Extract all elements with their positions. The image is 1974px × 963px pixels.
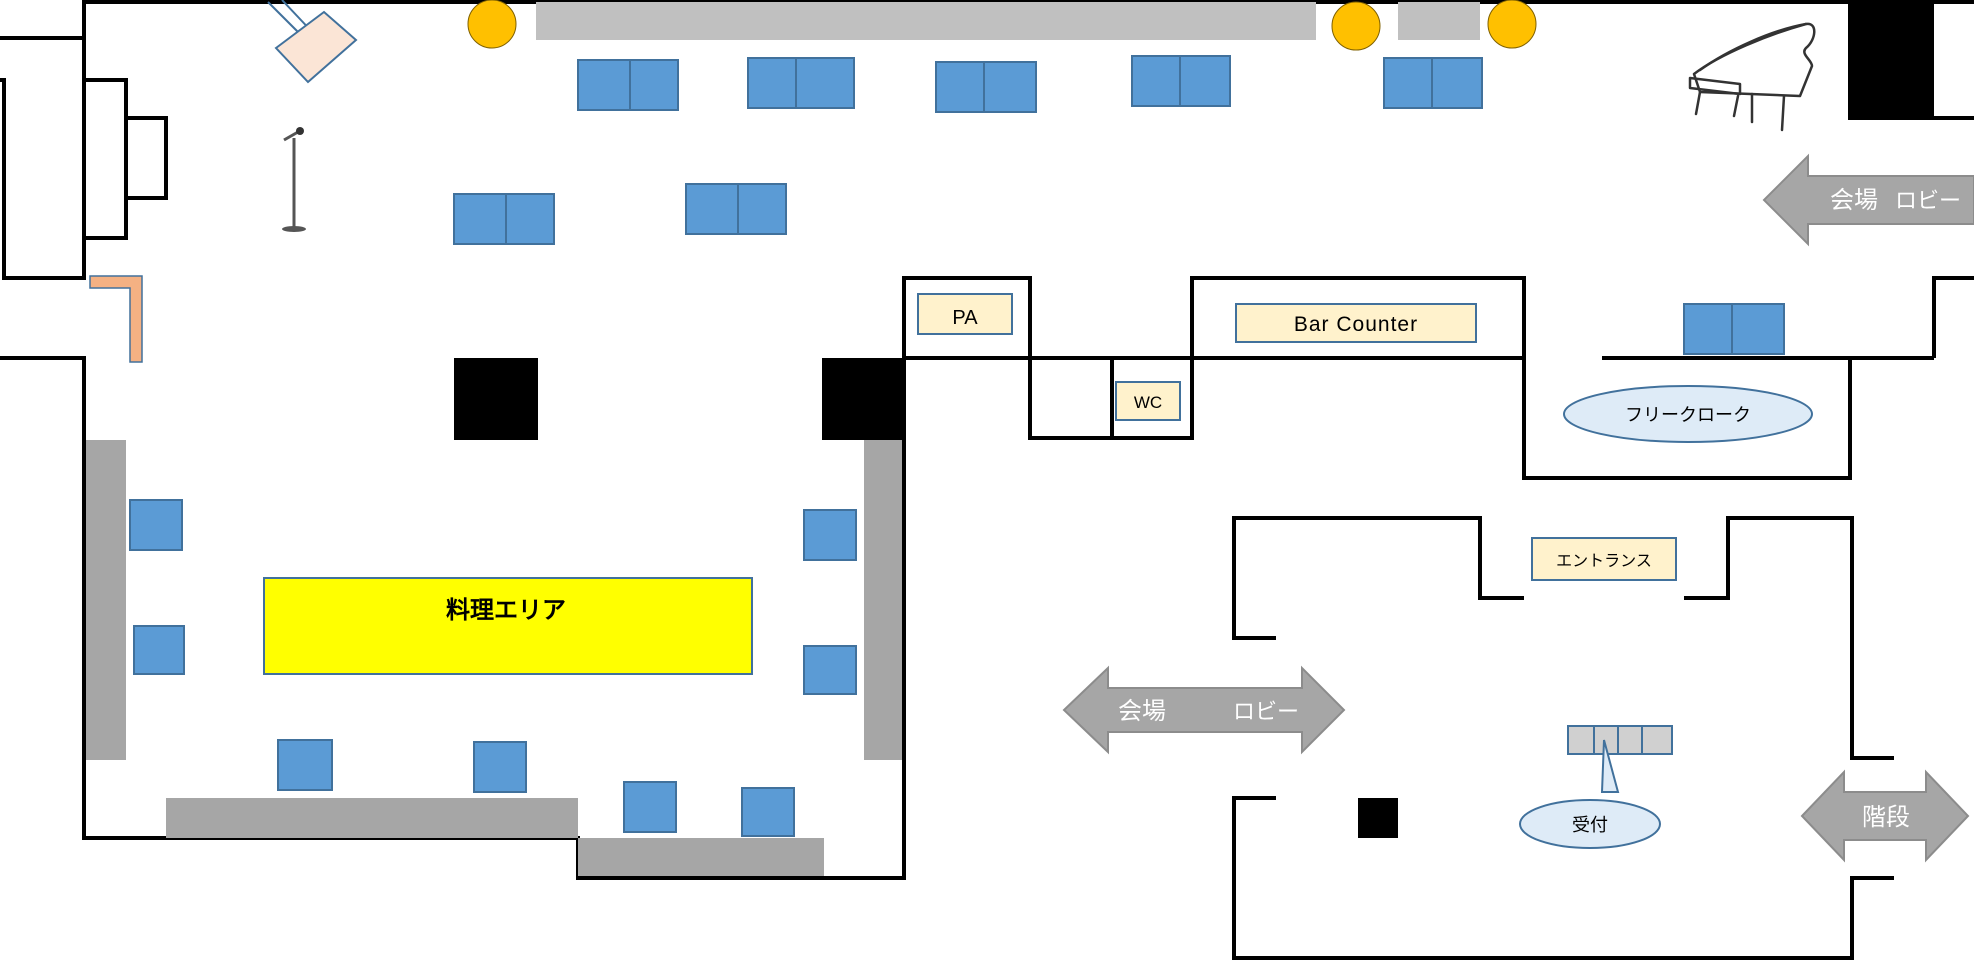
microphone-head xyxy=(296,127,304,135)
wall-wc xyxy=(1110,276,1852,480)
piano-leg xyxy=(1694,90,1702,116)
bench xyxy=(166,798,578,838)
table xyxy=(685,183,739,235)
venue-lobby-double-arrow xyxy=(1062,665,1346,755)
pa-label: PA xyxy=(952,307,978,329)
top-bench-strip xyxy=(1398,2,1480,40)
table xyxy=(935,61,985,113)
top-bench-strip xyxy=(536,2,1316,40)
piano-leg xyxy=(1780,94,1786,132)
piano-body xyxy=(1692,22,1816,98)
table xyxy=(577,59,631,111)
bench xyxy=(86,440,126,760)
reception-bubble xyxy=(1519,799,1661,849)
table xyxy=(453,193,507,245)
table xyxy=(623,781,677,833)
lobby-label: ロビー xyxy=(1895,188,1961,213)
light-spot xyxy=(467,0,517,49)
table-group xyxy=(129,55,1785,837)
lobby-label: ロビー xyxy=(1233,699,1299,724)
free-cloak xyxy=(1563,385,1813,443)
wall-lobby-room xyxy=(1232,516,1524,640)
reception-desk-segment xyxy=(1567,725,1595,755)
table xyxy=(741,787,795,837)
wc-label: WC xyxy=(1134,393,1162,412)
stage-corner-piece xyxy=(89,275,143,363)
reception-label: 受付 xyxy=(1572,815,1608,835)
table xyxy=(983,61,1037,113)
piano-leg xyxy=(1732,94,1740,118)
table xyxy=(1731,303,1785,355)
table xyxy=(747,57,797,109)
table xyxy=(1383,57,1433,109)
pillar xyxy=(822,358,904,440)
bench xyxy=(578,838,824,876)
table xyxy=(795,57,855,109)
pillar xyxy=(1358,798,1398,838)
table xyxy=(129,499,183,551)
microphone-stand-icon xyxy=(282,127,306,232)
light-spot xyxy=(1331,1,1381,51)
reception-desk-segment xyxy=(1641,725,1673,755)
lectern xyxy=(274,10,358,84)
food-area-label: 料理エリア xyxy=(446,597,566,624)
table xyxy=(133,625,185,675)
table xyxy=(473,741,527,793)
stairs-arrow xyxy=(1800,769,1970,863)
light-spot xyxy=(1487,0,1537,49)
food-area xyxy=(263,577,753,675)
wall-top-left xyxy=(0,0,86,40)
pillar xyxy=(1850,0,1934,120)
free-cloak-label: フリークローク xyxy=(1625,405,1751,425)
table xyxy=(803,509,857,561)
table xyxy=(803,645,857,695)
stage-step-small xyxy=(124,116,168,200)
table xyxy=(277,739,333,791)
entrance xyxy=(1531,537,1677,581)
wall-lobby-room-right xyxy=(1684,516,1894,760)
microphone-boom xyxy=(283,130,299,142)
stairs-label: 階段 xyxy=(1862,804,1910,831)
microphone-base xyxy=(282,226,306,232)
wall-right-upper xyxy=(1932,276,1974,358)
entrance-label: エントランス xyxy=(1556,553,1652,570)
grand-piano-icon xyxy=(1688,22,1816,132)
reception-callout xyxy=(1600,739,1620,793)
reception-desk xyxy=(1567,725,1673,755)
venue-label: 会場 xyxy=(1830,187,1878,214)
wall-left-upper xyxy=(0,0,86,280)
reception-desk-segment xyxy=(1617,725,1643,755)
bar-counter-label: Bar Counter xyxy=(1294,313,1418,336)
bar-counter xyxy=(1235,303,1477,343)
table xyxy=(505,193,555,245)
table xyxy=(1131,55,1181,107)
table xyxy=(1431,57,1483,109)
venue-lobby-arrow xyxy=(1762,153,1974,247)
venue-label: 会場 xyxy=(1118,698,1166,725)
piano-keyboard xyxy=(1688,76,1742,96)
pillar xyxy=(454,358,538,440)
bench xyxy=(864,440,902,760)
piano-lid xyxy=(1698,22,1808,72)
table xyxy=(629,59,679,111)
pa-box xyxy=(917,293,1013,335)
table xyxy=(1683,303,1733,355)
stage-step-large xyxy=(82,78,128,240)
wall-lobby-room-bottom xyxy=(1232,796,1894,960)
table xyxy=(737,183,787,235)
wc-box xyxy=(1115,381,1181,421)
table xyxy=(1179,55,1231,107)
